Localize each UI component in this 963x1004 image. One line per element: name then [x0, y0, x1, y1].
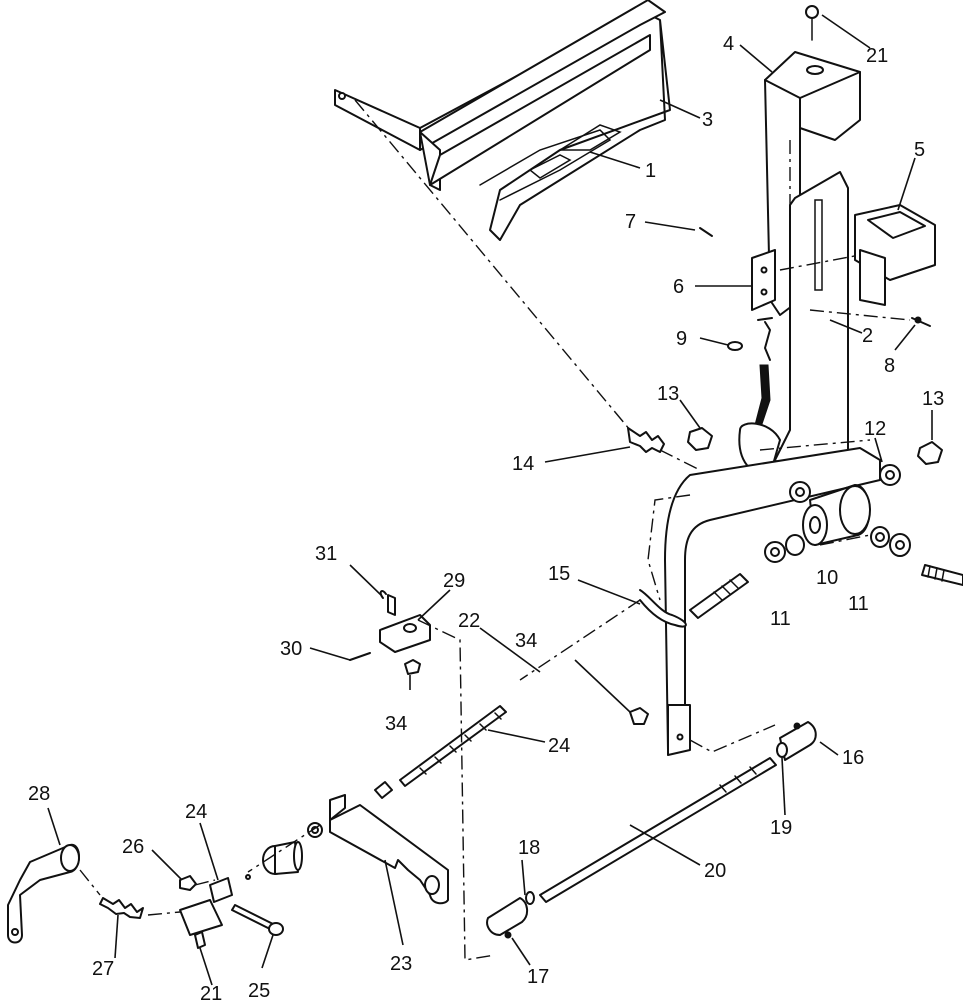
- rod-20: [539, 757, 777, 903]
- ball-joint-16: [779, 721, 817, 761]
- block-26: [179, 877, 233, 936]
- leader-lines: [47, 14, 933, 986]
- pin-21: [194, 931, 206, 949]
- callout-30: 28: [28, 783, 50, 805]
- bolt-27: [231, 904, 284, 936]
- callout-1: 1: [645, 160, 656, 182]
- callout-14: 14: [512, 453, 534, 475]
- bracket-30: [7, 843, 80, 944]
- callout-6: 6: [673, 276, 684, 298]
- threaded-stud-right: [921, 564, 963, 586]
- callout-24: 24: [548, 735, 570, 757]
- callout-15: 15: [548, 563, 570, 585]
- bracket-25: [329, 794, 449, 905]
- callout-12: 12: [864, 418, 886, 440]
- callout-20: 20: [704, 860, 726, 882]
- callout-13-left: 13: [657, 383, 679, 405]
- construction-lines: [79, 99, 911, 961]
- ball-joint-17: [486, 897, 528, 939]
- callout-11-left: 11: [770, 608, 791, 630]
- callout-9: 9: [676, 328, 687, 350]
- nut-13-left: [687, 427, 713, 451]
- callout-13-right: 13: [922, 388, 944, 410]
- callout-27: 25: [248, 980, 270, 1002]
- bracket-31: [379, 594, 431, 653]
- seat-pan-assembly: [334, 0, 671, 241]
- callout-2: 2: [862, 325, 873, 347]
- screw-7: [699, 227, 713, 237]
- callout-labels: 3 1 4 21 5 7 6 9 2 8 13 13 12 14 15 10 1…: [28, 33, 944, 1004]
- callout-34-left: 34: [385, 713, 407, 735]
- nut-19: [776, 742, 788, 758]
- nut-18: [525, 891, 535, 905]
- callout-21: 21: [200, 983, 222, 1004]
- callout-3: 3: [702, 109, 713, 131]
- callout-25: 23: [390, 953, 412, 975]
- callout-28: 26: [122, 836, 144, 858]
- callout-18: 18: [518, 837, 540, 859]
- callout-7: 7: [625, 211, 636, 233]
- clip-and-cable-9: [727, 317, 773, 431]
- callout-31: 29: [443, 570, 465, 592]
- nut-13-right: [917, 441, 943, 465]
- callout-33: 31: [315, 543, 337, 565]
- pin-32: [349, 652, 371, 661]
- callout-8: 8: [884, 355, 895, 377]
- nut-34-right: [629, 707, 649, 725]
- callout-11-right: 11: [848, 593, 869, 615]
- screw-23: [805, 5, 819, 41]
- bolt-8-head: [914, 316, 922, 324]
- coupling: [245, 822, 323, 880]
- callout-26: 24: [185, 801, 207, 823]
- callout-32: 30: [280, 638, 302, 660]
- bracket-box: [854, 204, 936, 306]
- control-lever-housing: [751, 51, 861, 479]
- callout-4: 4: [723, 33, 734, 55]
- callout-29: 27: [92, 958, 114, 980]
- spring-29: [99, 897, 144, 919]
- callout-23: 21: [866, 45, 888, 67]
- callout-16: 16: [842, 747, 864, 769]
- threaded-stud-left: [689, 573, 749, 619]
- threaded-rod-24: [374, 705, 507, 799]
- washers-11-12: [764, 464, 911, 563]
- bushing-10: [802, 484, 871, 546]
- callout-10: 10: [816, 567, 838, 589]
- callout-5: 5: [914, 139, 925, 161]
- callout-17: 17: [527, 966, 549, 988]
- clip-33: [379, 590, 387, 599]
- clip-15: [639, 589, 687, 628]
- callout-34-right: 34: [515, 630, 537, 652]
- callout-19: 19: [770, 817, 792, 839]
- callout-22: 22: [458, 610, 480, 632]
- spring-14: [627, 427, 665, 453]
- main-lever-arm: [664, 447, 881, 756]
- nut-34-left: [404, 659, 421, 675]
- nut-28: [179, 875, 197, 891]
